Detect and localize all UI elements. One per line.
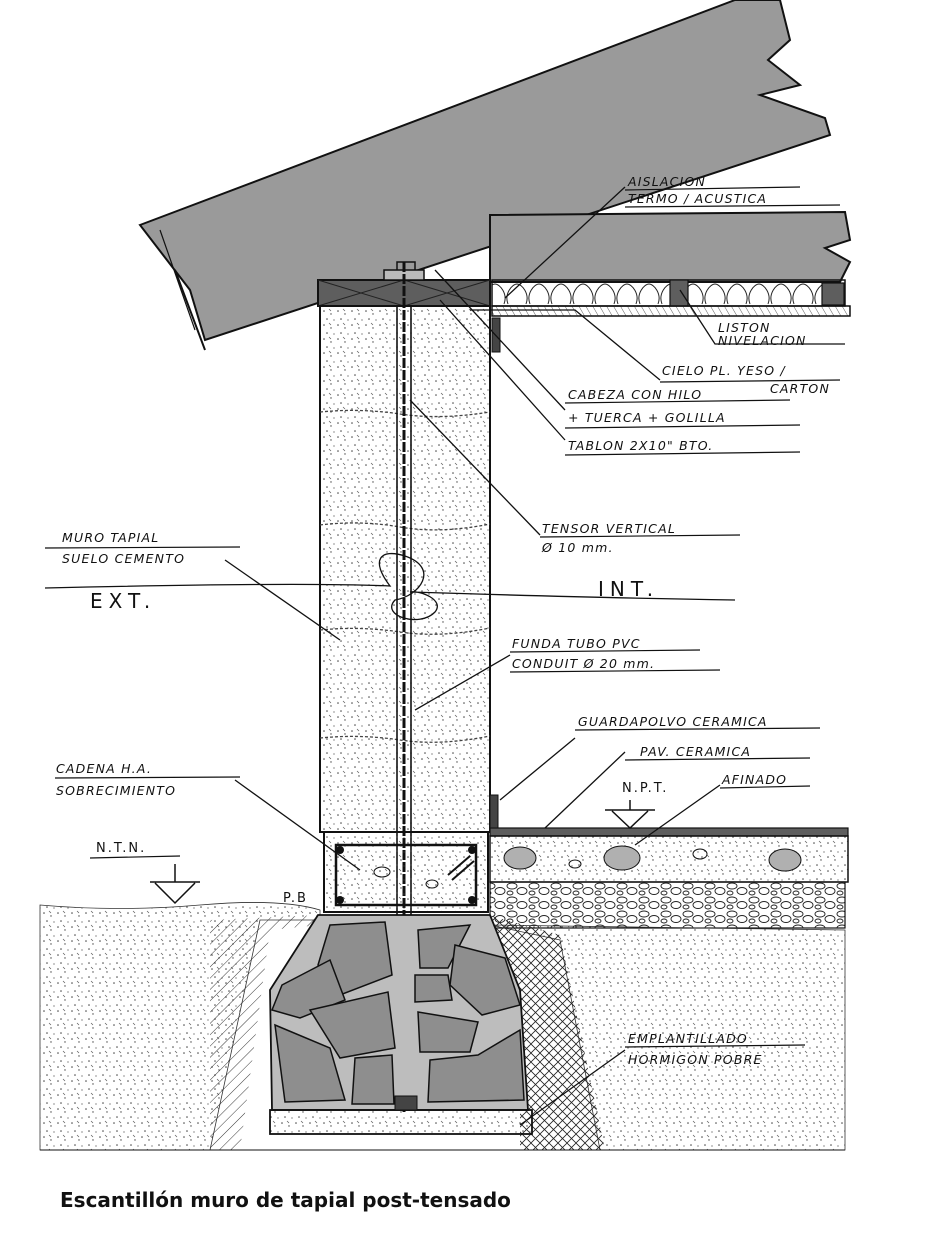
- npt-level-mark: [605, 800, 655, 830]
- label-muro-tapial: MURO TAPIAL: [62, 530, 159, 545]
- section-break-mark: [44, 552, 736, 621]
- label-emplantillado: EMPLANTILLADO: [628, 1031, 748, 1046]
- ntn-level-mark: [150, 864, 200, 905]
- label-ext: EXT.: [90, 589, 156, 613]
- label-liston: LISTON: [718, 320, 771, 335]
- ceiling-beam: [489, 210, 852, 283]
- ceiling-insulation: [491, 279, 846, 307]
- label-pav-ceramica: PAV. CERAMICA: [640, 744, 751, 759]
- gravel-bed: [489, 881, 846, 929]
- label-npt: N.P.T.: [622, 781, 668, 796]
- label-cielo: CIELO PL. YESO /: [662, 363, 786, 378]
- label-tuerca: + TUERCA + GOLILLA: [568, 410, 726, 425]
- wall-section-drawing: AISLACION TERMO / ACUSTICA LISTON NIVELA…: [39, 0, 852, 1151]
- label-tensor-diam: Ø 10 mm.: [541, 540, 614, 555]
- label-int: INT.: [598, 577, 659, 601]
- label-afinado: AFINADO: [721, 772, 787, 787]
- bond-beam: [323, 831, 489, 913]
- label-conduit: CONDUIT Ø 20 mm.: [512, 656, 655, 671]
- roof-rafter: [138, 0, 832, 351]
- floor-slab: [489, 835, 849, 883]
- label-cadena: CADENA H.A.: [56, 761, 152, 776]
- label-tensor: TENSOR VERTICAL: [542, 521, 676, 536]
- ceiling-board: [491, 305, 851, 317]
- ceramic-tile-floor: [489, 827, 849, 837]
- label-funda: FUNDA TUBO PVC: [512, 636, 641, 651]
- natural-ground: [39, 902, 846, 1151]
- label-termo-acustica: TERMO / ACUSTICA: [628, 191, 767, 206]
- label-tablon: TABLON 2X10" BTO.: [568, 438, 713, 453]
- label-guardapolvo: GUARDAPOLVO CERAMICA: [578, 714, 768, 729]
- label-carton: CARTON: [770, 381, 830, 396]
- label-ntn: N.T.N.: [96, 841, 146, 856]
- label-suelo-cemento: SUELO CEMENTO: [62, 551, 185, 566]
- label-pb: P.B: [283, 891, 308, 906]
- figure-caption: Escantillón muro de tapial post-tensado: [60, 1188, 511, 1212]
- annotation-labels: AISLACION TERMO / ACUSTICA LISTON NIVELA…: [56, 174, 830, 1067]
- lean-concrete-base: [269, 1095, 533, 1135]
- label-nivelacion: NIVELACION: [718, 333, 807, 348]
- label-cabeza: CABEZA CON HILO: [568, 387, 702, 402]
- baseboard: [489, 794, 499, 829]
- label-sobrecimiento: SOBRECIMIENTO: [56, 783, 176, 798]
- label-aislacion: AISLACION: [627, 174, 706, 189]
- label-hormigon-pobre: HORMIGON POBRE: [628, 1052, 763, 1067]
- leader-lines: [44, 186, 845, 1126]
- stone-foundation: [269, 914, 529, 1111]
